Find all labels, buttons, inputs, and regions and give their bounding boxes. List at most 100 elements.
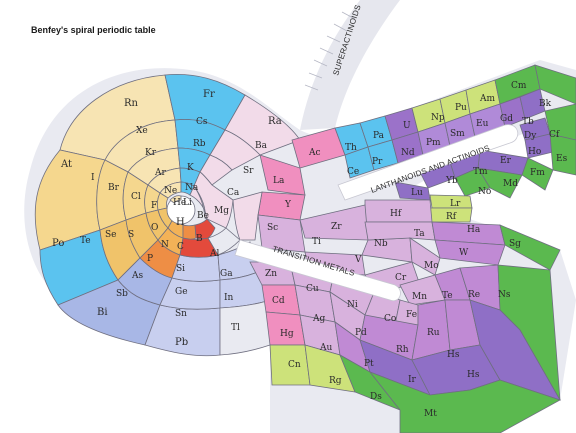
symbol-Rh: Rh	[396, 345, 409, 355]
symbol-Cr: Cr	[395, 273, 407, 283]
symbol-Eu: Eu	[476, 119, 489, 129]
symbol-Pm: Pm	[426, 138, 441, 148]
symbol-Cd: Cd	[272, 296, 285, 306]
lanthanoid-road	[337, 124, 519, 201]
symbol-U: U	[403, 121, 411, 131]
symbol-Cl: Cl	[131, 192, 141, 202]
symbol-Gd: Gd	[500, 114, 513, 124]
symbol-Lu: Lu	[411, 188, 423, 198]
symbol-Co: Co	[384, 314, 396, 324]
symbol-Ni: Ni	[347, 300, 358, 310]
symbol-Tb: Tb	[522, 117, 534, 127]
cell-Fm	[521, 157, 554, 191]
symbol-Cn: Cn	[288, 360, 301, 370]
symbol-Mt: Mt	[424, 409, 437, 419]
symbol-Li: Li	[183, 198, 192, 208]
symbol-P: P	[147, 254, 153, 264]
symbol-Rb: Rb	[193, 139, 206, 149]
cell-C	[182, 224, 197, 240]
symbol-Md: Md	[503, 179, 518, 189]
symbol-Cm: Cm	[511, 81, 527, 91]
symbol-Pr: Pr	[372, 157, 383, 167]
symbol-Al: Al	[209, 249, 219, 259]
symbol-K: K	[187, 163, 194, 173]
symbol-N: N	[161, 240, 169, 250]
symbol-Ne: Ne	[164, 186, 177, 196]
symbol-V: V	[354, 255, 362, 265]
symbol-Bi: Bi	[97, 307, 108, 318]
symbol-Ag: Ag	[312, 314, 325, 324]
symbol-Ca: Ca	[227, 188, 240, 198]
symbol-Fe: Fe	[406, 310, 417, 320]
symbol-Hf: Hf	[390, 209, 402, 219]
symbol-Tc: Te	[442, 291, 453, 301]
symbol-Fm: Fm	[530, 168, 545, 178]
symbol-S: S	[128, 230, 134, 240]
track-ticks	[304, 11, 356, 91]
symbol-Ta: Ta	[414, 229, 425, 239]
symbol-Sb: Sb	[116, 289, 128, 299]
cell-Ta	[364, 221, 436, 241]
transition-road	[234, 239, 401, 302]
symbol-Sr: Sr	[243, 166, 254, 176]
cell-Bk	[534, 64, 576, 105]
symbol-Na: Na	[185, 183, 199, 193]
element-symbols: Rn At Po Bi Pb Fr Ra Xe I Te Sb Sn Cs Ba…	[52, 81, 568, 419]
symbol-Dy: Dy	[524, 131, 537, 141]
symbol-Rn: Rn	[124, 98, 139, 109]
symbol-Am: Am	[479, 94, 495, 104]
symbol-Nb: Nb	[374, 239, 388, 249]
symbol-Fr: Fr	[203, 89, 215, 100]
symbol-Tl: Tl	[231, 323, 240, 333]
cell-B	[194, 218, 216, 240]
symbol-Ir: Ir	[408, 375, 417, 385]
symbol-Zn: Zn	[265, 269, 277, 279]
symbol-La: La	[273, 176, 285, 186]
symbol-Be: Be	[197, 211, 209, 221]
symbol-Ge: Ge	[175, 287, 188, 297]
page-title: Benfey's spiral periodic table	[31, 25, 156, 35]
symbol-C: C	[177, 242, 184, 252]
symbol-Yb: Yb	[445, 176, 458, 186]
symbol-Y: Y	[284, 200, 292, 210]
symbol-Sn: Sn	[175, 309, 187, 319]
symbol-Sc: Sc	[267, 223, 278, 233]
cell-Mt	[368, 371, 561, 433]
symbol-Pt: Pt	[364, 359, 374, 369]
symbol-Es: Es	[556, 154, 568, 164]
symbol-Bh: Ns	[498, 290, 511, 300]
symbol-Hs2: Hs	[467, 370, 480, 380]
symbol-O: O	[151, 223, 158, 233]
symbol-Nd: Nd	[401, 148, 415, 158]
symbol-Rf: Rf	[446, 212, 457, 222]
symbol-Th: Th	[345, 143, 357, 153]
symbol-No: No	[478, 187, 491, 197]
symbol-Po: Po	[52, 238, 64, 249]
symbol-B: B	[196, 234, 203, 244]
cell-Sc	[232, 191, 263, 241]
symbol-Ho: Ho	[528, 147, 541, 157]
symbol-Cf: Cf	[549, 130, 560, 140]
symbol-Kr: Kr	[145, 148, 157, 158]
symbol-Np: Np	[431, 113, 445, 123]
symbol-Ha: Ha	[467, 225, 481, 235]
symbol-Bk: Bk	[539, 99, 552, 109]
cell-F	[157, 192, 169, 211]
symbol-Te: Te	[80, 236, 91, 246]
symbol-In: In	[224, 293, 234, 303]
cell-Mg	[193, 171, 234, 229]
symbol-Hs1: Hs	[447, 350, 460, 360]
symbol-Hg: Hg	[280, 329, 294, 339]
cell-No	[454, 167, 491, 197]
symbol-Br: Br	[108, 183, 120, 193]
symbol-Mn: Mn	[412, 292, 427, 302]
cell-Es	[549, 133, 576, 176]
symbol-Pd: Pd	[355, 328, 367, 338]
symbol-Sg: Sg	[509, 239, 521, 249]
symbol-Tm: Tm	[473, 167, 488, 177]
cell-Tl	[219, 299, 271, 356]
symbol-Ds: Ds	[370, 392, 382, 402]
symbol-Ru: Ru	[427, 328, 440, 338]
